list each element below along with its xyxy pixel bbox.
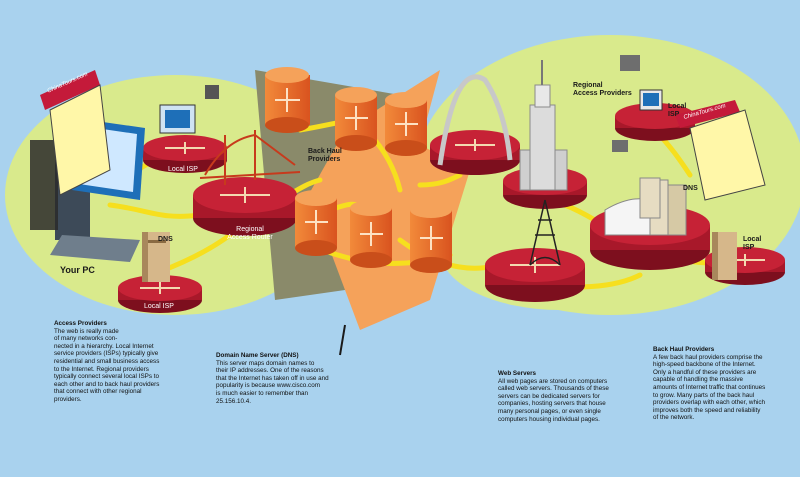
label-your-pc: Your PC: [60, 265, 95, 275]
label-regional-providers: Regional Access Providers: [573, 82, 632, 97]
desc-dns-line: popularity is because www.cisco.com: [216, 382, 320, 390]
desc-backhaul-line: amounts of Internet traffic that continu…: [653, 383, 766, 391]
desc-dns-line: 25.156.10.4.: [216, 397, 252, 405]
desc-backhaul-line: improves both the speed and reliability: [653, 406, 761, 414]
label-local-isp-right: Local ISP: [668, 103, 687, 118]
banner-left: [40, 70, 111, 196]
desc-backhaul-line: Only a handful of these providers are: [653, 368, 757, 376]
desc-dns-line: their IP addresses. One of the reasons: [216, 367, 324, 375]
desc-access-line: that connect with other regional: [54, 388, 142, 396]
desc-web-line: many personal pages, or even single: [498, 407, 601, 415]
router-arrow-marks: [140, 139, 765, 294]
desc-web-line: computers housing individual pages.: [498, 415, 600, 423]
router-web-bottom: [485, 248, 585, 302]
link-plug: [339, 324, 346, 356]
desc-web-servers: Web Servers All web pages are stored on …: [498, 370, 648, 423]
backhaul-arrow-marks: [275, 88, 443, 250]
desc-access-heading: Access Providers: [54, 320, 107, 327]
far-right-server: [712, 232, 737, 280]
desc-access-line: of many networks con-: [54, 335, 118, 343]
desc-access-line: residential and small business access: [54, 357, 160, 365]
router-regional-right-top: [615, 103, 695, 141]
label-back-haul: Back Haul Providers: [308, 148, 342, 163]
label-local-isp-far-right: Local ISP: [743, 236, 762, 251]
bridge: [199, 130, 301, 185]
desc-access-line: service providers (ISPs) typically give: [54, 350, 159, 358]
desc-dns-line: is much easier to remember than: [216, 389, 309, 397]
desc-dns-heading: Domain Name Server (DNS): [216, 352, 299, 359]
desc-backhaul-line: providers overlap with each other, which: [653, 399, 766, 407]
desc-dns-line: This server maps domain names to: [216, 359, 315, 367]
dns-left-server: [142, 232, 170, 282]
desc-dns-line: that the Internet has taken off in use a…: [216, 374, 329, 382]
desc-dns: Domain Name Server (DNS) This server map…: [216, 352, 366, 405]
arch: [437, 74, 513, 166]
dns-right-server: [639, 177, 661, 219]
banner-right: [675, 100, 766, 201]
desc-backhaul-heading: Back Haul Providers: [653, 346, 715, 353]
label-dns-right: DNS: [683, 185, 698, 192]
desc-access-line: to the Internet. Regional providers: [54, 365, 149, 373]
desc-backhaul-line: A few back haul providers comprise the: [653, 353, 763, 361]
skyscraper: [519, 60, 568, 191]
desc-backhaul-line: capable of handling the massive: [653, 376, 743, 384]
desc-back-haul: Back Haul Providers A few back haul prov…: [653, 346, 798, 422]
desc-web-line: All web pages are stored on computers: [498, 377, 608, 385]
desc-backhaul-line: high-speed backbone of the Internet.: [653, 361, 756, 369]
desc-access-line: The web is really made: [54, 327, 119, 335]
desc-web-heading: Web Servers: [498, 370, 537, 377]
desc-backhaul-line: to grow. Many parts of the back haul: [653, 391, 755, 399]
regional-right-computers: [612, 55, 663, 152]
desc-access-line: providers.: [54, 395, 82, 403]
label-local-isp-bottom: Local ISP: [144, 303, 174, 310]
desc-access-providers: Access Providers The web is really made …: [54, 320, 214, 404]
backhaul-router-1: [265, 67, 310, 133]
desc-web-line: servers can be dedicated servers for: [498, 392, 600, 400]
desc-backhaul-line: of the network.: [653, 414, 695, 422]
label-regional-router: Regional Access Router: [227, 226, 273, 241]
label-local-isp-top: Local ISP: [168, 166, 198, 173]
label-dns-left: DNS: [158, 236, 173, 243]
desc-access-line: nected in a hierarchy. Local Internet: [54, 342, 154, 350]
local-isp-top-computer: [159, 85, 219, 134]
desc-web-line: companies, hosting servers that house: [498, 400, 606, 408]
desc-access-line: typically connect several local ISPs to: [54, 373, 159, 381]
eiffel-tower: [529, 199, 561, 266]
desc-web-line: called web servers. Thousands of these: [498, 385, 609, 393]
desc-access-line: each other and to back haul providers: [54, 380, 160, 388]
